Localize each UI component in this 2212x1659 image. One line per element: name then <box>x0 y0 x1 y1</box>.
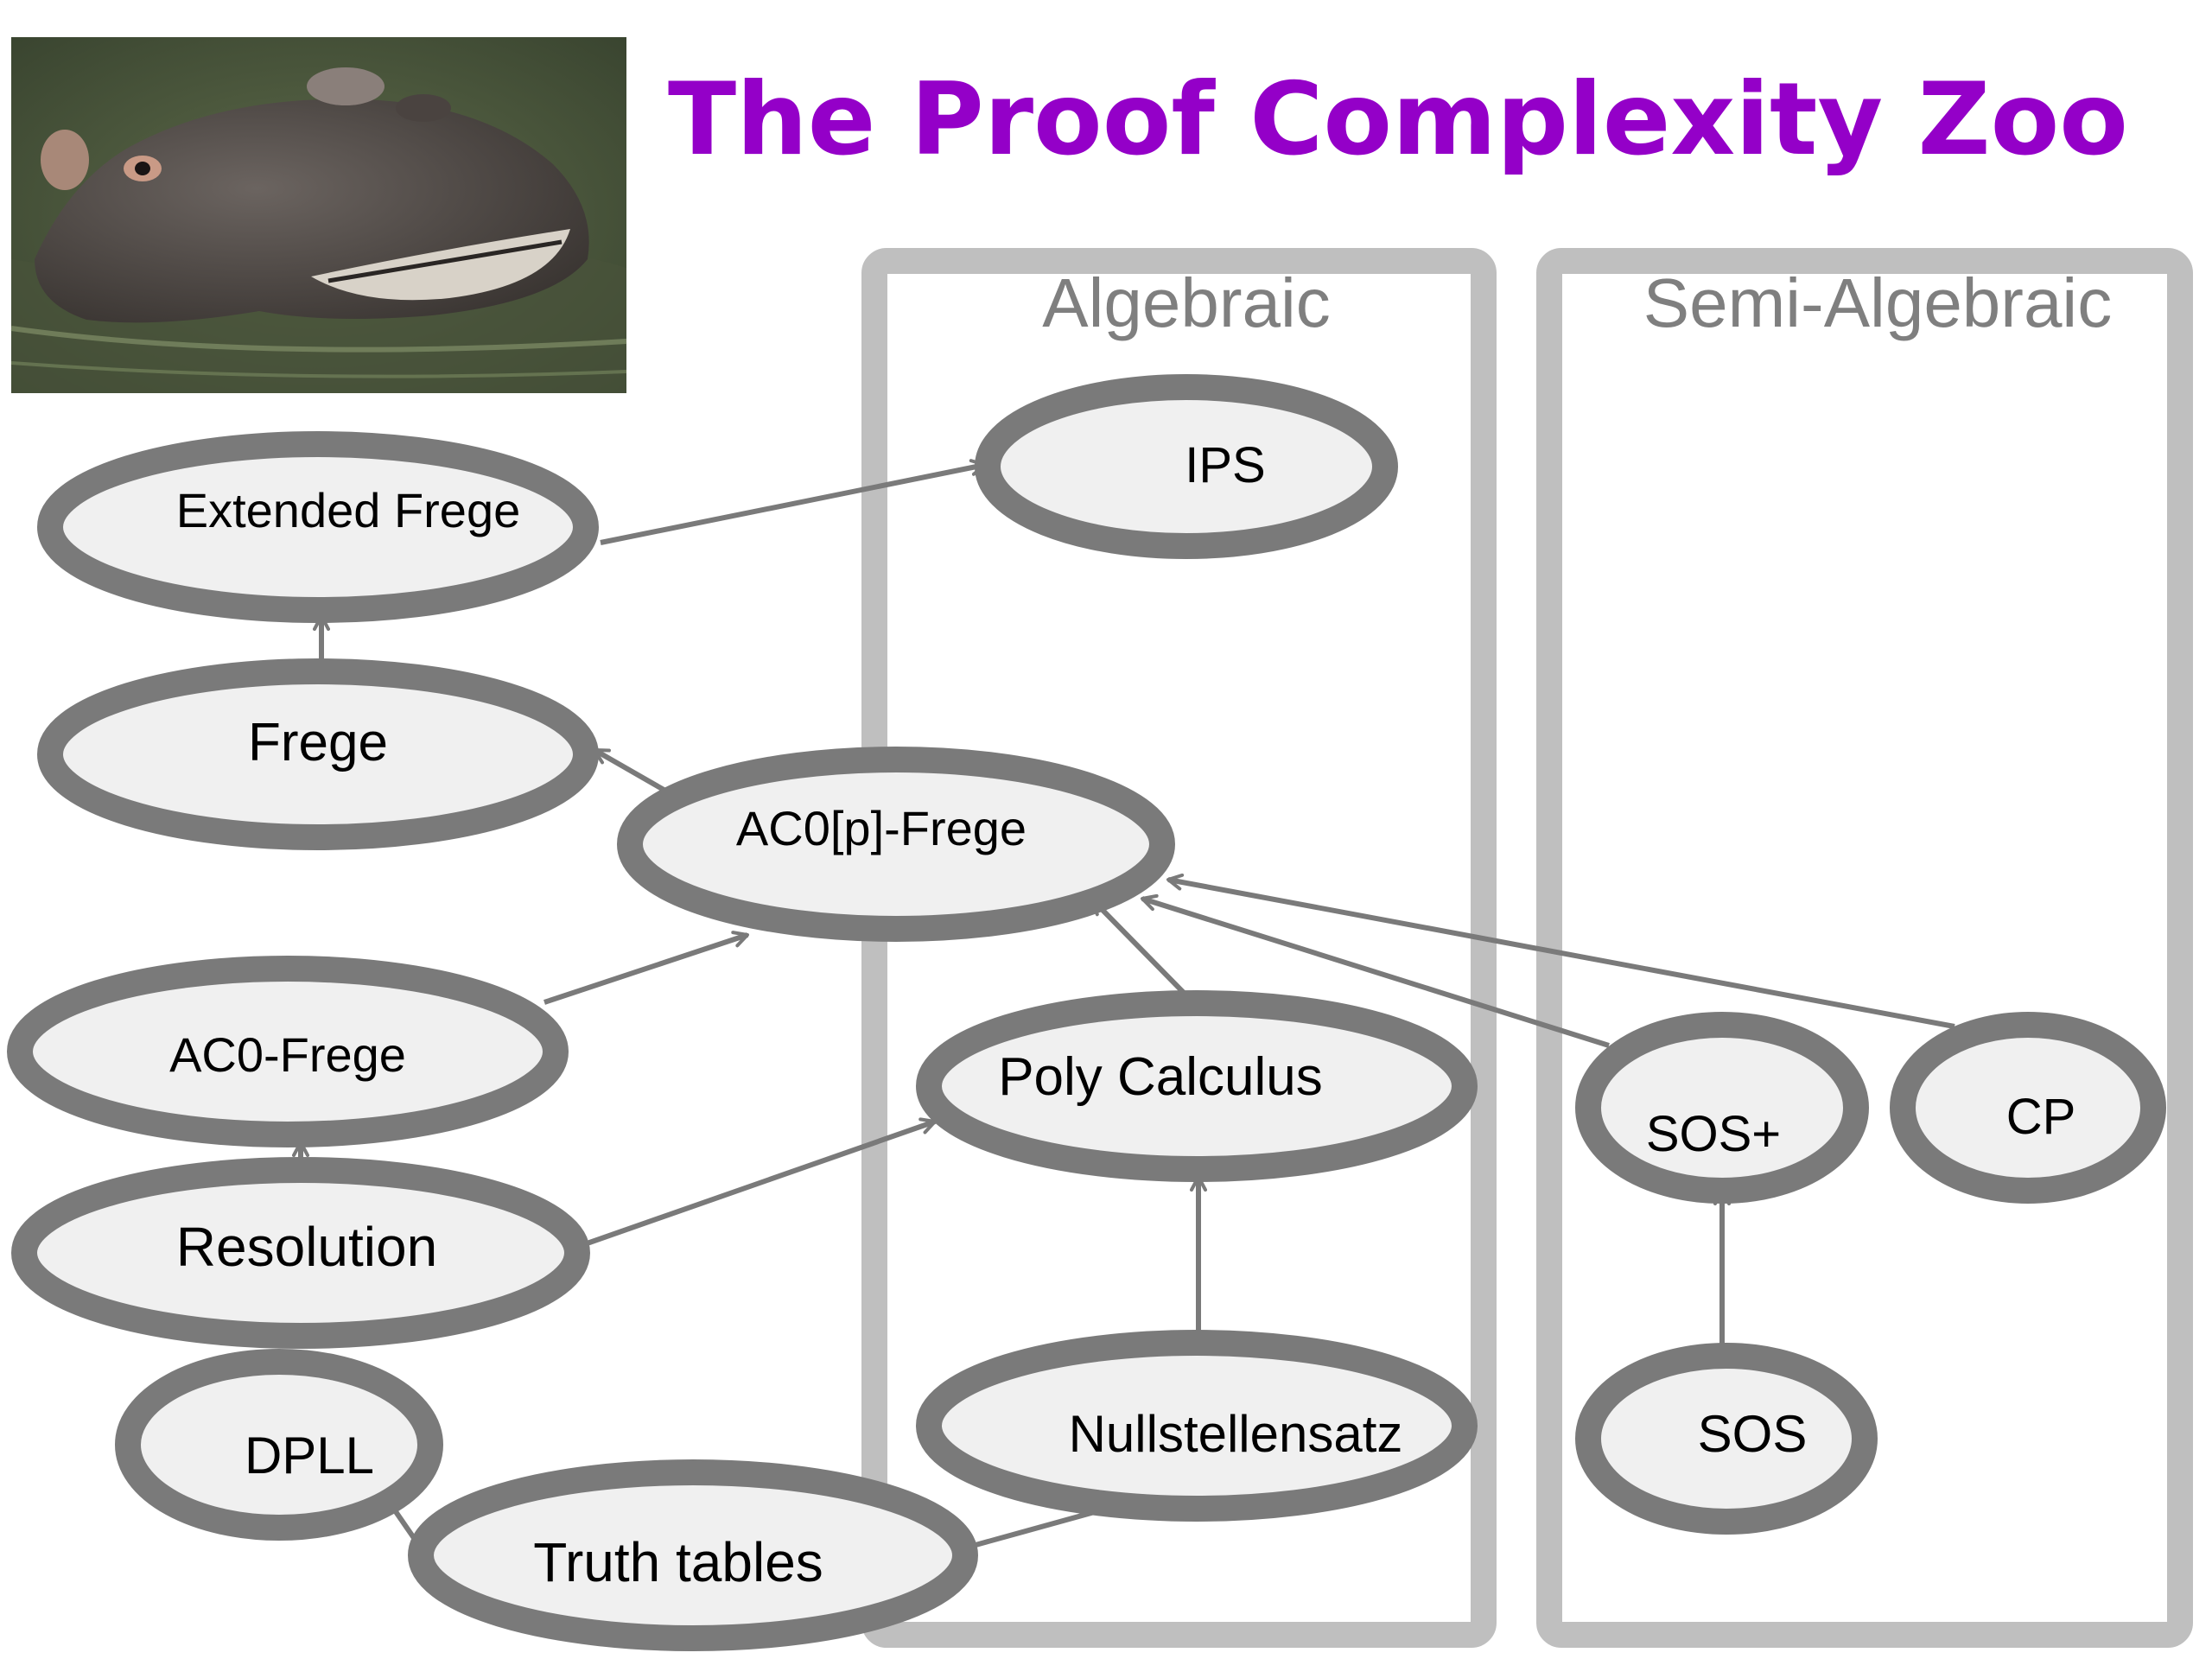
node-label-sos-plus: SOS+ <box>1646 1106 1781 1162</box>
node-cp: CP <box>1903 1025 2153 1191</box>
hippo-photo <box>11 37 626 393</box>
node-ac0-frege: AC0-Frege <box>20 969 556 1135</box>
node-ips: IPS <box>988 387 1385 546</box>
node-ac0p-frege: AC0[p]-Frege <box>630 760 1162 929</box>
edge-ac0p-frege-to-frege <box>594 750 665 791</box>
node-resolution: Resolution <box>24 1170 577 1336</box>
node-label-cp: CP <box>2006 1089 2076 1145</box>
node-label-extended-frege: Extended Frege <box>176 483 520 537</box>
node-label-poly-calculus: Poly Calculus <box>998 1047 1323 1107</box>
node-frege: Frege <box>50 671 586 837</box>
algebraic-group-label: Algebraic <box>1042 264 1331 341</box>
node-label-dpll: DPLL <box>245 1427 374 1484</box>
nodes: IPS Extended Frege Frege AC0[p]-Frege AC… <box>20 387 2153 1638</box>
node-label-nullstellensatz: Nullstellensatz <box>1069 1405 1403 1463</box>
node-label-ips: IPS <box>1185 437 1266 493</box>
node-label-ac0p-frege: AC0[p]-Frege <box>736 801 1027 855</box>
node-sos-plus: SOS+ <box>1588 1025 1856 1191</box>
node-poly-calculus: Poly Calculus <box>929 1003 1465 1169</box>
node-label-resolution: Resolution <box>176 1216 437 1278</box>
semi-algebraic-group-label: Semi-Algebraic <box>1643 264 2112 341</box>
node-truth-tables: Truth tables <box>421 1472 965 1638</box>
node-label-ac0-frege: AC0-Frege <box>169 1027 406 1082</box>
node-nullstellensatz: Nullstellensatz <box>929 1343 1465 1509</box>
node-label-truth-tables: Truth tables <box>533 1531 823 1593</box>
slide-title: The Proof Complexity Zoo <box>668 61 2128 178</box>
node-extended-frege: Extended Frege <box>50 444 586 610</box>
node-sos: SOS <box>1588 1356 1865 1522</box>
edge-poly-calculus-to-ac0p-frege <box>1093 900 1186 995</box>
node-dpll: DPLL <box>128 1362 430 1528</box>
node-label-frege: Frege <box>248 713 388 772</box>
node-label-sos: SOS <box>1698 1405 1808 1463</box>
edge-extended-frege-to-ips <box>601 465 985 543</box>
edge-ac0-frege-to-ac0p-frege <box>544 935 747 1002</box>
